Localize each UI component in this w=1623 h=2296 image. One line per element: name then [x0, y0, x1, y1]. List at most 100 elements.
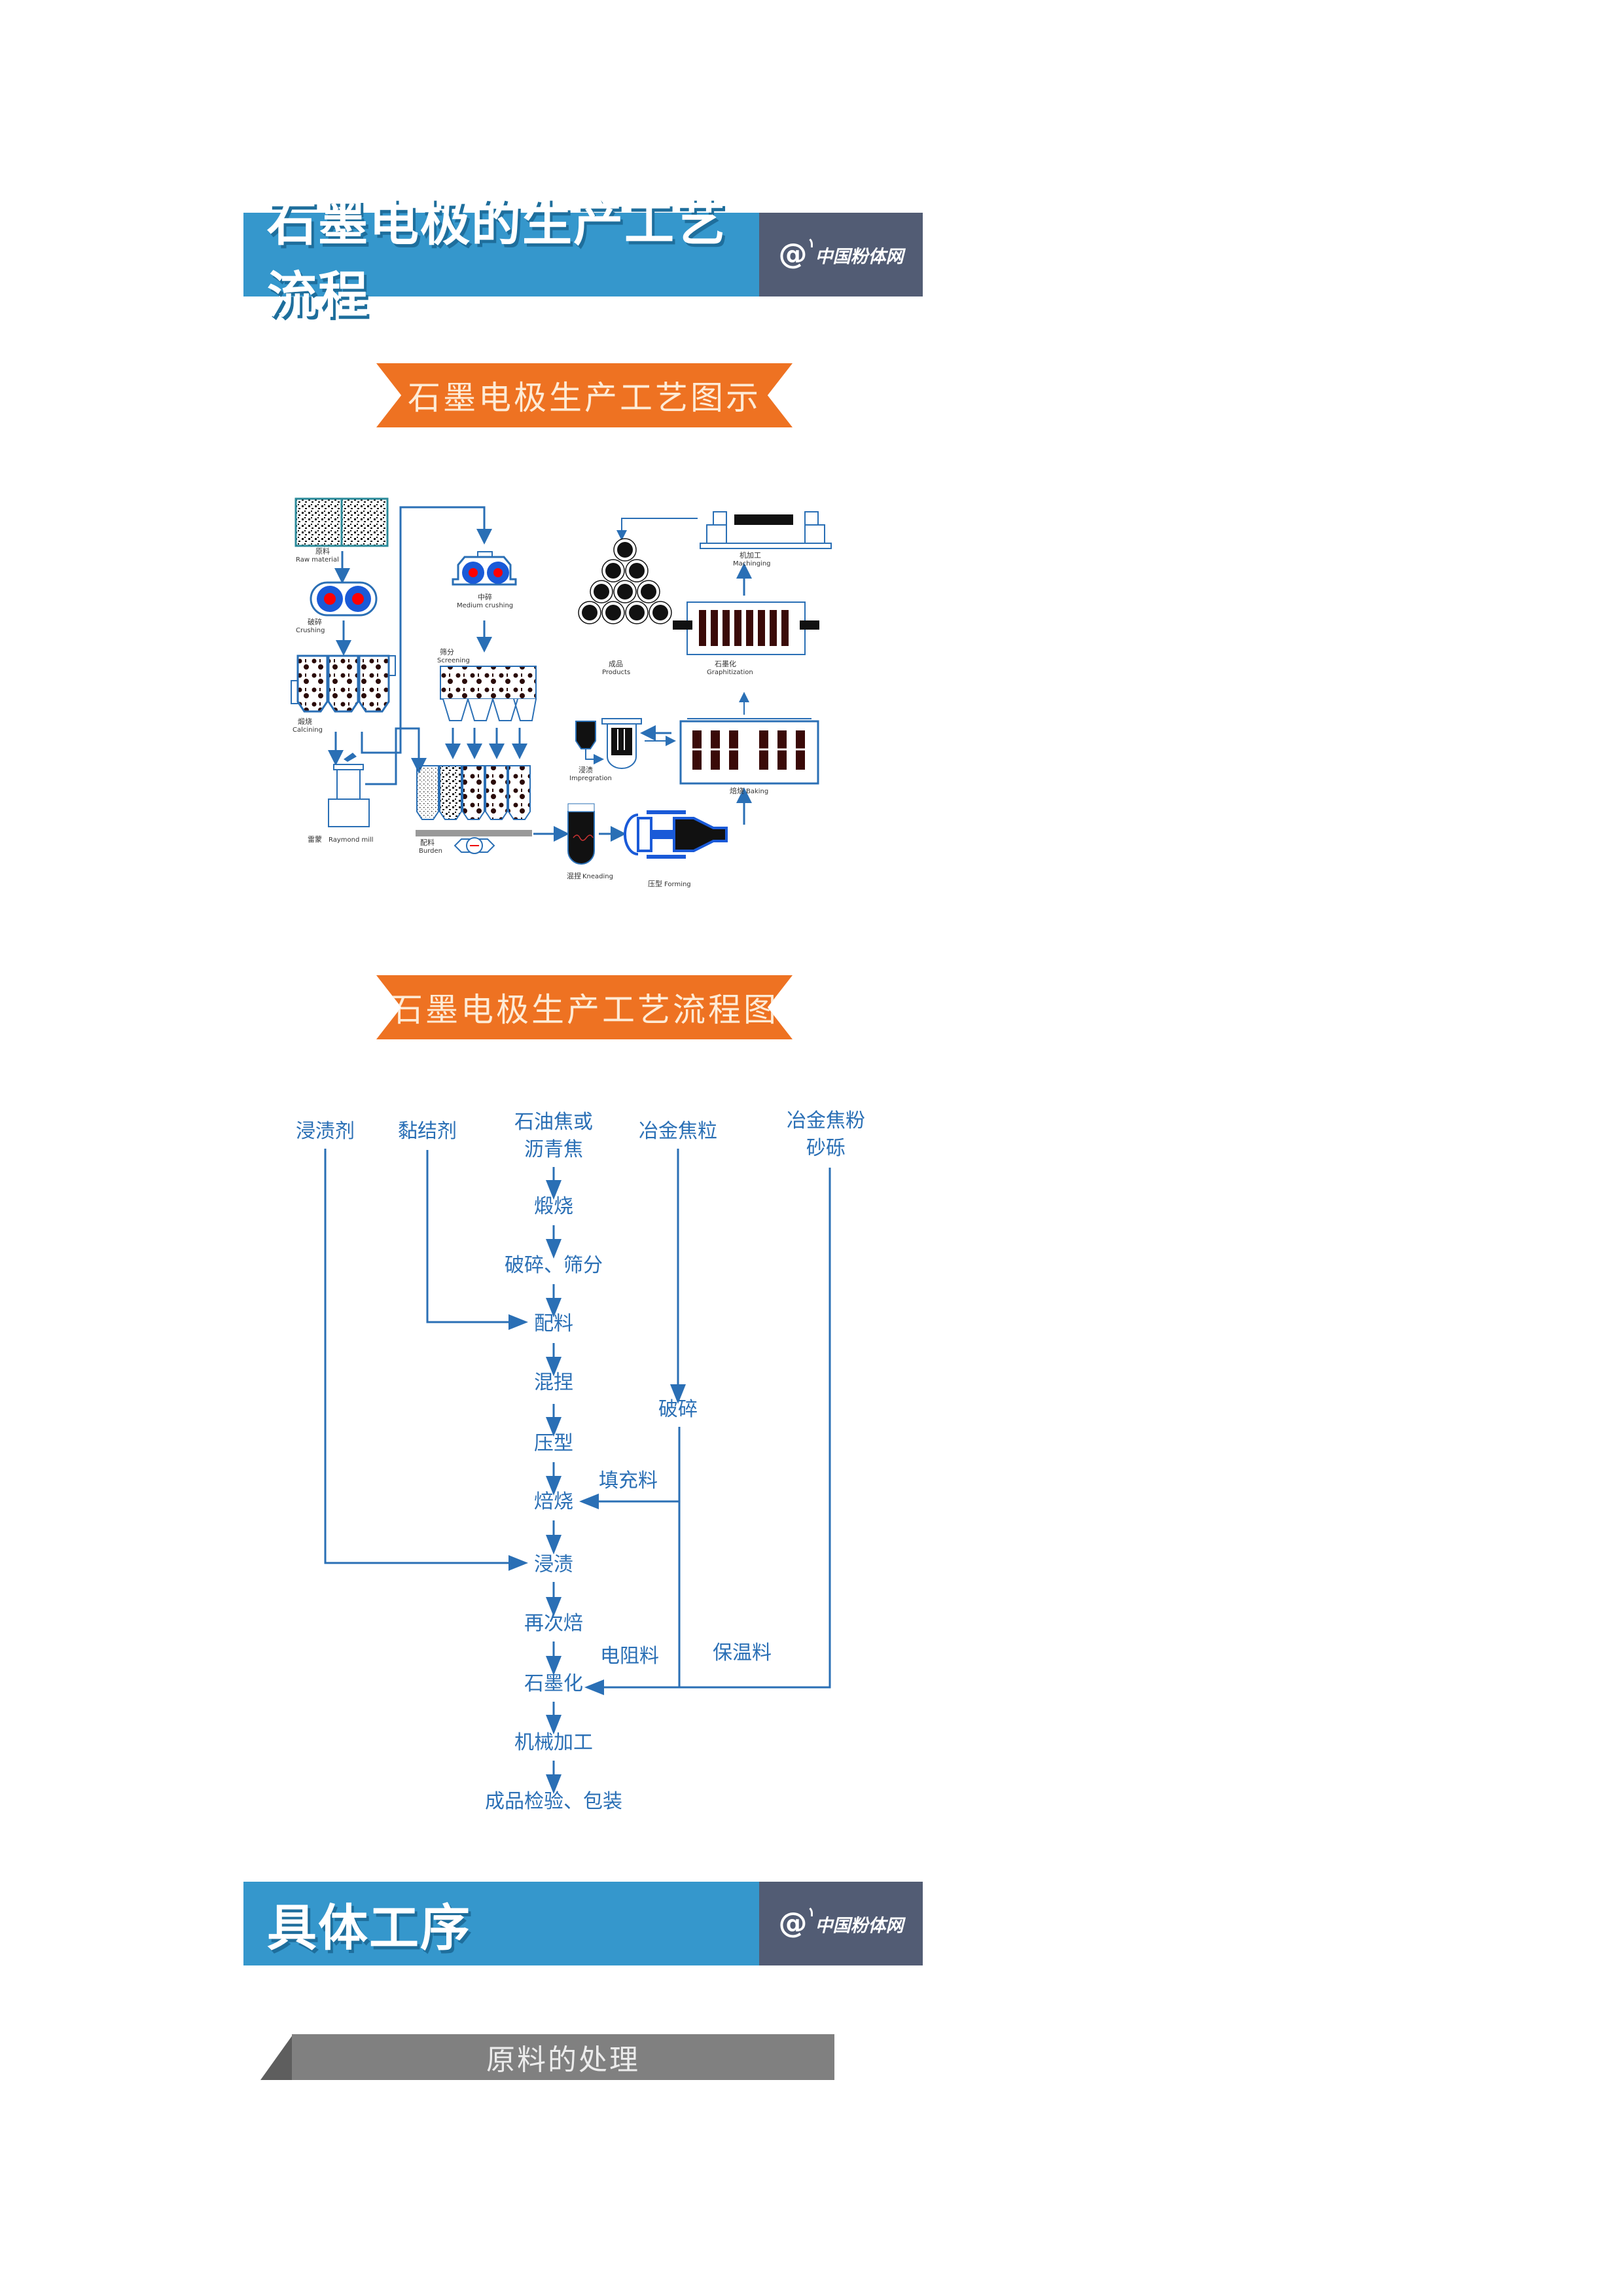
brand-badge: @ 中国粉体网	[759, 1882, 923, 1965]
label-screening-zh: 筛分	[440, 647, 454, 656]
electrode-core	[617, 584, 633, 600]
electrode-core	[605, 563, 621, 579]
products-electrode-stack	[578, 538, 672, 624]
step-graphitization: 石墨化	[524, 1672, 583, 1695]
process-title-banner: 石墨电极的生产工艺流程 @ 中国粉体网	[243, 194, 923, 324]
label-machining-en: Machinging	[733, 560, 771, 567]
side-step-crushing: 破碎	[658, 1398, 698, 1421]
label-forming-en: Forming	[664, 881, 691, 888]
machining-lathe-icon	[700, 511, 832, 549]
label-impregnation-zh: 浸渍	[579, 766, 593, 774]
brand-name: 中国粉体网	[815, 1915, 904, 1936]
label-graphitization-zh: 石墨化	[715, 659, 736, 668]
label-impregnation-en: Impregration	[569, 775, 612, 782]
label-crushing-zh: 破碎	[308, 617, 322, 626]
crusher-icon	[310, 581, 378, 617]
graphitization-furnace-icon	[673, 601, 819, 655]
label-medium-crushing-en: Medium crushing	[457, 602, 513, 609]
step-inspection-packing: 成品检验、包装	[485, 1790, 622, 1813]
label-burden-zh: 配料	[420, 838, 435, 847]
calcining-hoppers	[291, 655, 396, 713]
label-calcining-en: Calcining	[293, 726, 323, 734]
step-crush-screen: 破碎、筛分	[505, 1254, 603, 1277]
screening-arrows	[445, 728, 527, 759]
step-calcining: 煅烧	[534, 1195, 573, 1218]
burden-bins	[416, 765, 532, 854]
label-kneading-zh: 混捏	[567, 871, 581, 880]
edge-label-insulation: 保温料	[713, 1641, 772, 1664]
input-met-coke-powder-line1: 冶金焦粉	[787, 1109, 865, 1132]
step-forming: 压型	[534, 1432, 573, 1455]
banner-title-area: 具体工序	[243, 1882, 759, 1965]
subsection-title: 原料的处理	[486, 2043, 640, 2077]
tab-fold-decoration	[260, 2034, 293, 2080]
input-coke-line2: 沥青焦	[524, 1138, 583, 1161]
electrode-core	[629, 563, 645, 579]
edge-label-resistor: 电阻料	[600, 1645, 659, 1668]
electrode-core	[617, 542, 633, 558]
medium-crusher-icon	[452, 551, 517, 586]
input-impregnant: 浸渍剂	[296, 1120, 355, 1143]
electrode-core	[629, 605, 645, 620]
label-calcining-zh: 煅烧	[298, 717, 312, 726]
step-kneading: 混捏	[534, 1371, 573, 1394]
step-impregnation: 浸渍	[534, 1553, 573, 1576]
label-raymond-zh: 雷蒙	[308, 835, 322, 844]
electrode-core	[594, 584, 609, 600]
input-met-coke-powder-line2: 砂砾	[806, 1137, 846, 1160]
label-raymond-en: Raymond mill	[329, 836, 374, 844]
screening-machine-icon	[440, 666, 537, 721]
electrode-core	[641, 584, 656, 600]
label-graphitization-en: Graphitization	[707, 669, 753, 676]
label-machining-zh: 机加工	[740, 550, 761, 560]
impregnation-tank-icon	[575, 718, 642, 769]
step-rebaking: 再次焙	[524, 1612, 583, 1635]
input-met-coke-grain: 冶金焦粒	[639, 1120, 717, 1143]
subsection-tab: 原料的处理	[260, 2034, 834, 2080]
tab-bar: 原料的处理	[292, 2034, 834, 2080]
label-baking-en: Baking	[746, 788, 768, 795]
label-medium-crushing-zh: 中碎	[478, 592, 492, 601]
step-batching: 配料	[534, 1312, 573, 1335]
raw-material-bins	[294, 497, 389, 547]
arrow-binder-to-batching	[426, 1150, 528, 1330]
label-burden-en: Burden	[419, 848, 442, 855]
electrode-core	[652, 605, 668, 620]
kneading-mixer-icon	[567, 803, 595, 865]
at-signal-icon: @	[778, 1905, 813, 1940]
arrow-impregnant-to-impregnation	[324, 1149, 528, 1571]
illustration-ribbon: 石墨电极生产工艺图示	[376, 363, 793, 427]
electrode-core	[582, 605, 597, 620]
arrow-insulation-to-graphitization	[584, 1168, 831, 1695]
brand-name: 中国粉体网	[815, 246, 904, 267]
electrode-core	[605, 605, 621, 620]
forming-press-icon	[624, 810, 728, 859]
at-signal-icon: @	[778, 236, 813, 271]
label-products-en: Products	[602, 669, 630, 676]
input-coke-line1: 石油焦或	[514, 1111, 593, 1134]
label-screening-en: Screening	[437, 657, 470, 664]
process-flowchart: 浸渍剂 黏结剂 石油焦或 沥青焦 冶金焦粒 冶金焦粉 砂砾 煅烧 破碎、筛分 配…	[296, 1109, 865, 1813]
raymond-mill-icon	[328, 753, 370, 827]
edge-label-filler: 填充料	[599, 1469, 658, 1492]
step-machining: 机械加工	[514, 1731, 593, 1754]
process-illustration: 原料 Raw material 破碎 Crushing 煅烧 Calcining…	[291, 497, 832, 888]
input-binder: 黏结剂	[398, 1120, 457, 1143]
ribbon-title: 石墨电极生产工艺图示	[408, 379, 761, 417]
flowchart-ribbon: 石墨电极生产工艺流程图	[376, 975, 793, 1039]
label-baking-zh: 焙烧	[730, 786, 744, 795]
label-raw-material-zh: 原料	[315, 547, 330, 556]
label-forming-zh: 压型	[648, 879, 662, 888]
specific-steps-banner: 具体工序 @ 中国粉体网	[243, 1882, 923, 1965]
brand-badge: @ 中国粉体网	[759, 213, 923, 296]
label-kneading-en: Kneading	[582, 873, 613, 880]
label-crushing-en: Crushing	[296, 627, 325, 634]
banner-title: 石墨电极的生产工艺流程	[267, 194, 726, 324]
ribbon-title: 石墨电极生产工艺流程图	[390, 991, 779, 1029]
baking-furnace-icon	[679, 718, 819, 785]
label-products-zh: 成品	[609, 660, 623, 668]
label-raw-material-en: Raw material	[296, 556, 339, 564]
banner-title-area: 石墨电极的生产工艺流程	[243, 194, 759, 324]
banner-title: 具体工序	[267, 1899, 471, 1957]
step-baking: 焙烧	[534, 1490, 573, 1513]
